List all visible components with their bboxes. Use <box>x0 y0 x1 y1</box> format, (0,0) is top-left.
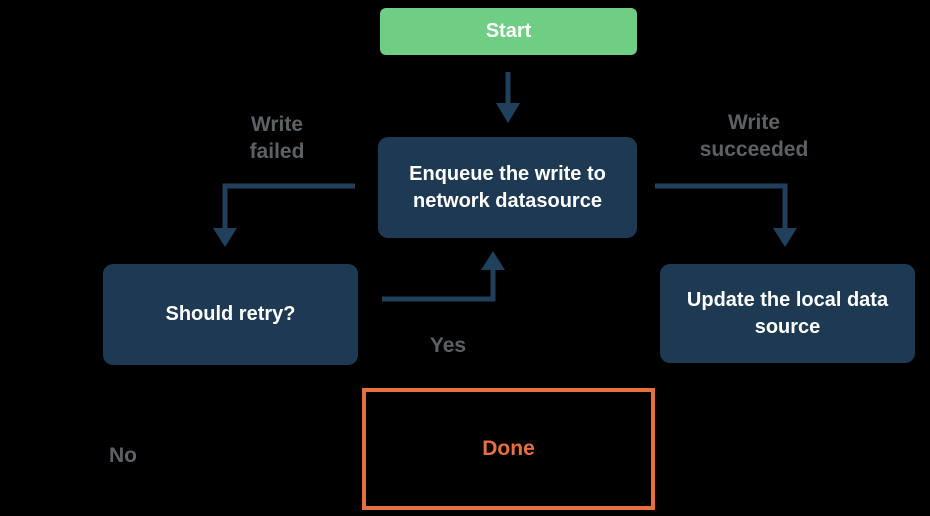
node-update-local-source: Update the local data source <box>660 264 915 363</box>
node-should-retry: Should retry? <box>103 264 358 365</box>
arrow-enqueue-to-should-retry <box>213 183 355 247</box>
arrow-start-to-enqueue <box>496 72 520 123</box>
edge-label-yes: Yes <box>429 334 467 357</box>
node-done: Done <box>362 388 655 510</box>
edge-label-write-failed: Write failed <box>249 113 305 163</box>
node-start: Start <box>380 8 637 55</box>
edge-label-no: No <box>109 444 137 467</box>
arrow-should-retry-to-enqueue <box>382 251 505 302</box>
arrow-enqueue-to-update-local <box>655 183 797 247</box>
edge-label-write-succeeded: Write succeeded <box>699 111 809 161</box>
node-enqueue-write: Enqueue the write to network datasource <box>378 137 637 238</box>
